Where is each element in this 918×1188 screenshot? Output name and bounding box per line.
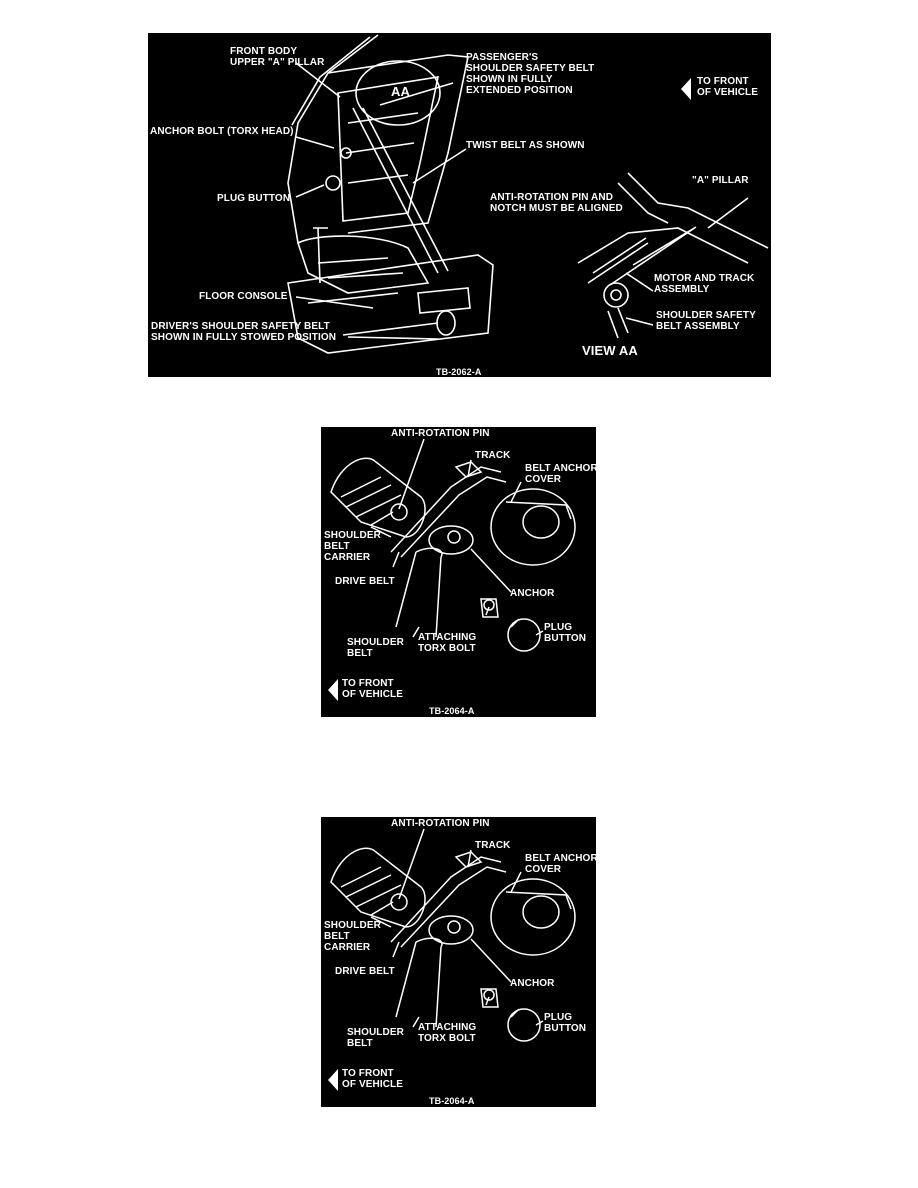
- to-front-label: TO FRONT OF VEHICLE: [342, 678, 404, 700]
- anchor-label: ANCHOR: [510, 978, 555, 989]
- view-marker-label: AA: [391, 84, 410, 99]
- belt-carrier-illustration: [330, 438, 576, 652]
- view-aa-label: VIEW AA: [582, 343, 638, 358]
- anchor-label: ANCHOR: [510, 588, 555, 599]
- shoulder-belt-label: SHOULDER BELT: [347, 1027, 404, 1049]
- plug-button-label: PLUG BUTTON: [217, 193, 291, 204]
- shoulder-safety-assembly-label: SHOULDER SAFETY BELT ASSEMBLY: [656, 310, 756, 332]
- figure-caption: TB-2064-A: [429, 1096, 475, 1106]
- belt-anchor-cover-label: BELT ANCHOR COVER: [525, 463, 596, 485]
- to-front-label: TO FRONT OF VEHICLE: [342, 1068, 404, 1090]
- attaching-torx-bolt-label: ATTACHING TORX BOLT: [418, 1022, 477, 1044]
- track-label: TRACK: [475, 450, 511, 461]
- anchor-bolt-label: ANCHOR BOLT (TORX HEAD): [150, 126, 294, 137]
- driver-belt-label: DRIVER'S SHOULDER SAFETY BELT SHOWN IN F…: [151, 321, 337, 343]
- front-body-pillar-label: FRONT BODY UPPER "A" PILLAR: [230, 46, 325, 68]
- attaching-torx-bolt-label: ATTACHING TORX BOLT: [418, 632, 477, 654]
- figure-caption: TB-2062-A: [436, 367, 482, 377]
- vehicle-interior-illustration: [287, 34, 769, 354]
- shoulder-belt-carrier-label: SHOULDER BELT CARRIER: [324, 920, 381, 953]
- drive-belt-label: DRIVE BELT: [335, 966, 395, 977]
- figure-shoulder-belt-overview: FRONT BODY UPPER "A" PILLAR PASSENGER'S …: [148, 33, 771, 377]
- figure-caption: TB-2064-A: [429, 706, 475, 716]
- anti-rotation-pin-label: ANTI-ROTATION PIN: [391, 428, 490, 439]
- plug-button-label: PLUG BUTTON: [544, 1012, 587, 1034]
- twist-belt-label: TWIST BELT AS SHOWN: [466, 140, 585, 151]
- drive-belt-label: DRIVE BELT: [335, 576, 395, 587]
- to-front-label: TO FRONT OF VEHICLE: [697, 76, 759, 98]
- figure-belt-carrier-detail: ANTI-ROTATION PIN TRACK BELT ANCHOR COVE…: [321, 427, 596, 717]
- shoulder-belt-carrier-label: SHOULDER BELT CARRIER: [324, 530, 381, 563]
- plug-button-label: PLUG BUTTON: [544, 622, 587, 644]
- anti-rotation-pin-label: ANTI-ROTATION PIN: [391, 818, 490, 829]
- figure-belt-carrier-detail-repeat: ANTI-ROTATION PIN TRACK BELT ANCHOR COVE…: [321, 817, 596, 1107]
- belt-anchor-cover-label: BELT ANCHOR COVER: [525, 853, 596, 875]
- floor-console-label: FLOOR CONSOLE: [199, 291, 288, 302]
- motor-track-label: MOTOR AND TRACK ASSEMBLY: [654, 273, 755, 295]
- belt-carrier-illustration: [330, 828, 576, 1042]
- a-pillar-label: "A" PILLAR: [692, 175, 749, 186]
- track-label: TRACK: [475, 840, 511, 851]
- left-arrow-icon: [328, 1069, 338, 1091]
- passenger-belt-label: PASSENGER'S SHOULDER SAFETY BELT SHOWN I…: [466, 52, 595, 96]
- left-arrow-icon: [328, 679, 338, 701]
- shoulder-belt-label: SHOULDER BELT: [347, 637, 404, 659]
- left-arrow-icon: [681, 78, 691, 100]
- anti-rotation-label: ANTI-ROTATION PIN AND NOTCH MUST BE ALIG…: [490, 192, 623, 214]
